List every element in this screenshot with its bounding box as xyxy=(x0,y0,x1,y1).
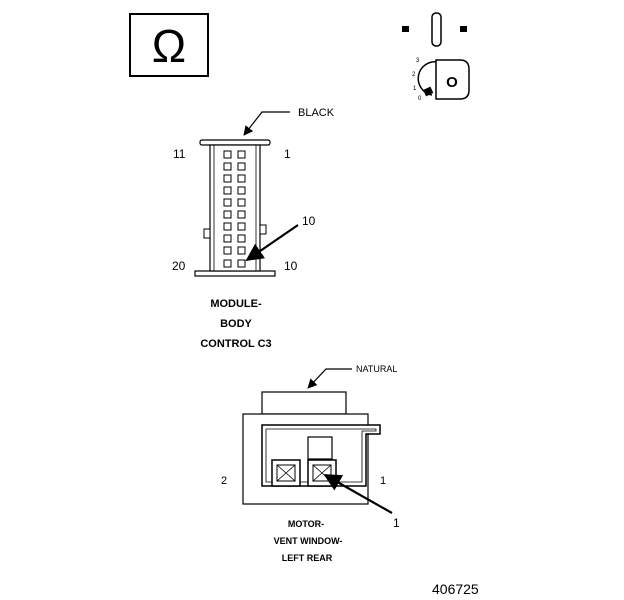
figure-number: 406725 xyxy=(432,581,479,597)
key-letter: O xyxy=(446,74,458,91)
pin-callout-arrow xyxy=(245,224,299,261)
connector-name-line-2: VENT WINDOW- xyxy=(274,536,343,546)
ohm-symbol: Ω xyxy=(152,20,186,72)
vent-window-motor-connector: NATURAL 2 1 1 MOTOR- VENT WINDOW- LEFT R… xyxy=(221,364,400,563)
connector-name-line-1: MODULE- xyxy=(210,298,262,310)
key-position-3: 3 xyxy=(416,58,420,64)
terminal-cavity-1 xyxy=(307,459,337,487)
connector-name-line-1: MOTOR- xyxy=(288,519,324,529)
wire-color-label: BLACK xyxy=(298,107,335,119)
pin-label-right: 1 xyxy=(380,475,386,487)
key-position-2: 2 xyxy=(412,72,416,78)
wire-leader-line xyxy=(243,111,290,136)
terminal-cavity-2 xyxy=(271,459,301,487)
connector-name-line-3: LEFT REAR xyxy=(282,553,333,563)
pin-callout-arrow xyxy=(323,474,393,514)
key-position-0: 0 xyxy=(418,96,422,102)
pin-label-top-left: 11 xyxy=(173,147,186,161)
ohm-meter-icon: Ω xyxy=(129,13,209,77)
connector-name-line-3: CONTROL C3 xyxy=(200,338,271,350)
pin-label-left: 2 xyxy=(221,475,227,487)
pin-callout-label: 10 xyxy=(302,214,316,228)
body-control-module-connector: BLACK 11 1 20 10 10 MODULE- BODY CONTROL… xyxy=(172,107,335,350)
pin-callout-label: 1 xyxy=(393,516,400,530)
key-position-1: 1 xyxy=(413,86,417,92)
connector-name-line-2: BODY xyxy=(220,318,252,330)
connector-pin-cavities xyxy=(223,150,246,268)
wire-leader-line xyxy=(307,368,352,389)
wire-color-label: NATURAL xyxy=(356,364,397,374)
pin-label-top-right: 1 xyxy=(284,147,291,161)
ignition-key-icon: 3 2 1 0 O xyxy=(402,12,470,102)
pin-label-bottom-right: 10 xyxy=(284,259,298,273)
pin-label-bottom-left: 20 xyxy=(172,259,186,273)
